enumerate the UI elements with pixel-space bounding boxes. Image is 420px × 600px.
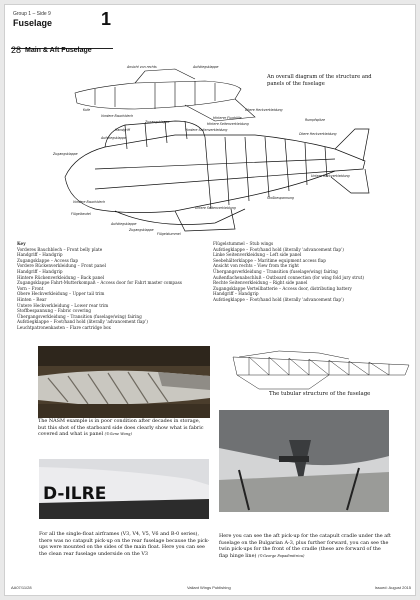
diagram-label: Handgriff: [115, 128, 131, 132]
diagram-label: Stoßbespannung: [267, 196, 294, 200]
diagram-label: Zugangsklappe: [128, 228, 154, 232]
key-item: Übergangsverkleidung – Transition (fusel…: [17, 313, 142, 319]
footer-publisher: Valiant Wings Publishing: [187, 585, 231, 590]
diagram-label: Obere Heckverkleidung: [299, 132, 337, 136]
key-item: Übergangsverkleidung – Transition (fusel…: [213, 268, 338, 274]
page-sheet: Group 1 – Side 9 Fuselage 1 28 Main & Af…: [4, 4, 416, 596]
key-title: Key: [17, 241, 26, 246]
fuselage-structure-diagram: Ansicht von rechts Aufstiegsklappe Kufe …: [52, 65, 370, 236]
float-caption: For all the single-float airframes (V3, …: [39, 531, 210, 557]
aft-underside-photo: [219, 410, 389, 512]
key-item: Seebehälterklappe – Maritime equipment a…: [213, 257, 326, 263]
nasm-caption-text: The NASM example is in poor condition af…: [38, 418, 204, 438]
header-box: Group 1 – Side 9 Fuselage 1: [11, 9, 113, 49]
footer-code: AA07/11/28: [11, 585, 32, 590]
diagram-label: Kufe: [83, 108, 90, 112]
key-item: Aufstiegklappe – Foot/hand hold (literal…: [213, 246, 344, 252]
key-item: Zugangsklappe – Access flap: [17, 257, 79, 263]
aft-credit: (©George Papadimitriou): [257, 553, 305, 558]
key-item: Handgriff – Handgrip: [17, 252, 63, 258]
key-item: Außenflachenabschluß – Outboard connecti…: [213, 274, 364, 280]
key-item: Vorn – Front: [17, 285, 44, 291]
main-fuselage-drawing: [64, 120, 370, 232]
key-item: Untere Heckverkleidung – Lower rear trim: [17, 302, 109, 308]
key-item: Aufstiegklappe – Foot/hand hold (literal…: [213, 296, 344, 302]
header-title: Fuselage: [13, 18, 53, 28]
diagram-label: Untere Seitenverkleidung: [195, 206, 236, 210]
upper-view-drawing: [74, 68, 256, 122]
section-title: Main & Aft Fuselage: [25, 46, 92, 54]
group-number: 1: [100, 9, 111, 29]
registration-text: D-ILRE: [43, 484, 106, 504]
diagram-label: Hintere Seitenverkleidung: [207, 122, 249, 126]
page-number: 28: [11, 45, 22, 55]
tubular-caption: The tubular structure of the fuselage: [269, 391, 371, 397]
key-item: Aufstiegklappe – Foot/hand hold (literal…: [17, 319, 148, 325]
diagram-label: Hinterer Flughülle: [213, 116, 242, 120]
key-item: Leuchtpatronenkasten – Flare cartridge b…: [17, 324, 111, 330]
key-column-2: Flügelstummel – Stub wings Aufstiegklapp…: [213, 241, 411, 303]
diagram-label: Aufstiegsklappe: [110, 222, 136, 226]
diagram-label: Vordere Bauchblech: [101, 114, 133, 118]
key-item: Zugangsklappe Verteilbatterie – Access d…: [213, 285, 352, 291]
diagram-label: Rumpfspitze: [305, 118, 325, 122]
key-item: Stoffbespannung – Fabric covering: [17, 308, 92, 314]
diagram-label: Vordere Bauchblech: [73, 200, 105, 204]
key-item: Obere Heckverkleidung – Upper tail trim: [17, 291, 105, 297]
diagram-label: Flügelstummel: [157, 232, 181, 236]
key-item: Hintere Rückenverkleidung – Back panel: [17, 274, 105, 280]
key-item: Vordere Rückenverkleidung – Front panel: [17, 263, 106, 269]
key-item: Hinten – Rear: [17, 296, 47, 302]
diagram-label: Ansicht von rechts: [126, 65, 157, 69]
section-bar: 28 Main & Aft Fuselage: [11, 45, 113, 55]
aft-caption-text: Here you can see the aft pick-up for the…: [219, 533, 391, 559]
diagram-label: Untere Heckverkleidung: [311, 174, 350, 178]
tubular-structure-diagram: [232, 350, 410, 390]
key-item: Zugangsklappe Fahrt-Mutterkompaß – Acces…: [17, 280, 182, 286]
nasm-photo: [38, 346, 210, 418]
diagram-caption: An overall diagram of the structure and …: [267, 74, 372, 87]
diagram-label: Obere Heckverkleidung: [245, 108, 283, 112]
nasm-caption: The NASM example is in poor condition af…: [38, 418, 210, 438]
nasm-credit: (©Gene Wong): [104, 432, 132, 437]
diagram-label: Aufstiegsklappe: [192, 65, 218, 69]
diagram-label: Zugangsklappe: [52, 152, 78, 156]
footer-issued: Issued: August 2015: [374, 585, 411, 590]
key-item: Vorderes Bauchblech – Front belly plate: [17, 246, 103, 252]
key-item: Ansicht von rechts – View from the right: [213, 263, 299, 269]
key-item: Rechte Seitenverkleidung – Right side pa…: [213, 280, 308, 286]
key-item: Handgriff – Handgrip: [17, 268, 63, 274]
float-fuselage-photo: D-ILRE: [39, 459, 209, 519]
page-footer: AA07/11/28 Valiant Wings Publishing Issu…: [11, 585, 411, 593]
key-item: Flügelstummel – Stub wings: [213, 241, 274, 246]
diagram-label: Flügelbeutel: [71, 212, 91, 216]
diagram-label: Aufstiegsklappe: [100, 136, 126, 140]
diagram-label: Vordere Seitenverkleidung: [185, 128, 227, 132]
key-item: Handgriff – Handgrip: [213, 291, 259, 297]
key-column-1: Key Vorderes Bauchblech – Front belly pl…: [17, 241, 213, 331]
diagram-label: Zugangsklappe: [144, 120, 170, 124]
key-item: Linke Seitenverkleidung – Left side pane…: [213, 252, 302, 258]
aft-caption: Here you can see the aft pick-up for the…: [219, 533, 391, 559]
group-label: Group 1 – Side 9: [13, 11, 51, 17]
